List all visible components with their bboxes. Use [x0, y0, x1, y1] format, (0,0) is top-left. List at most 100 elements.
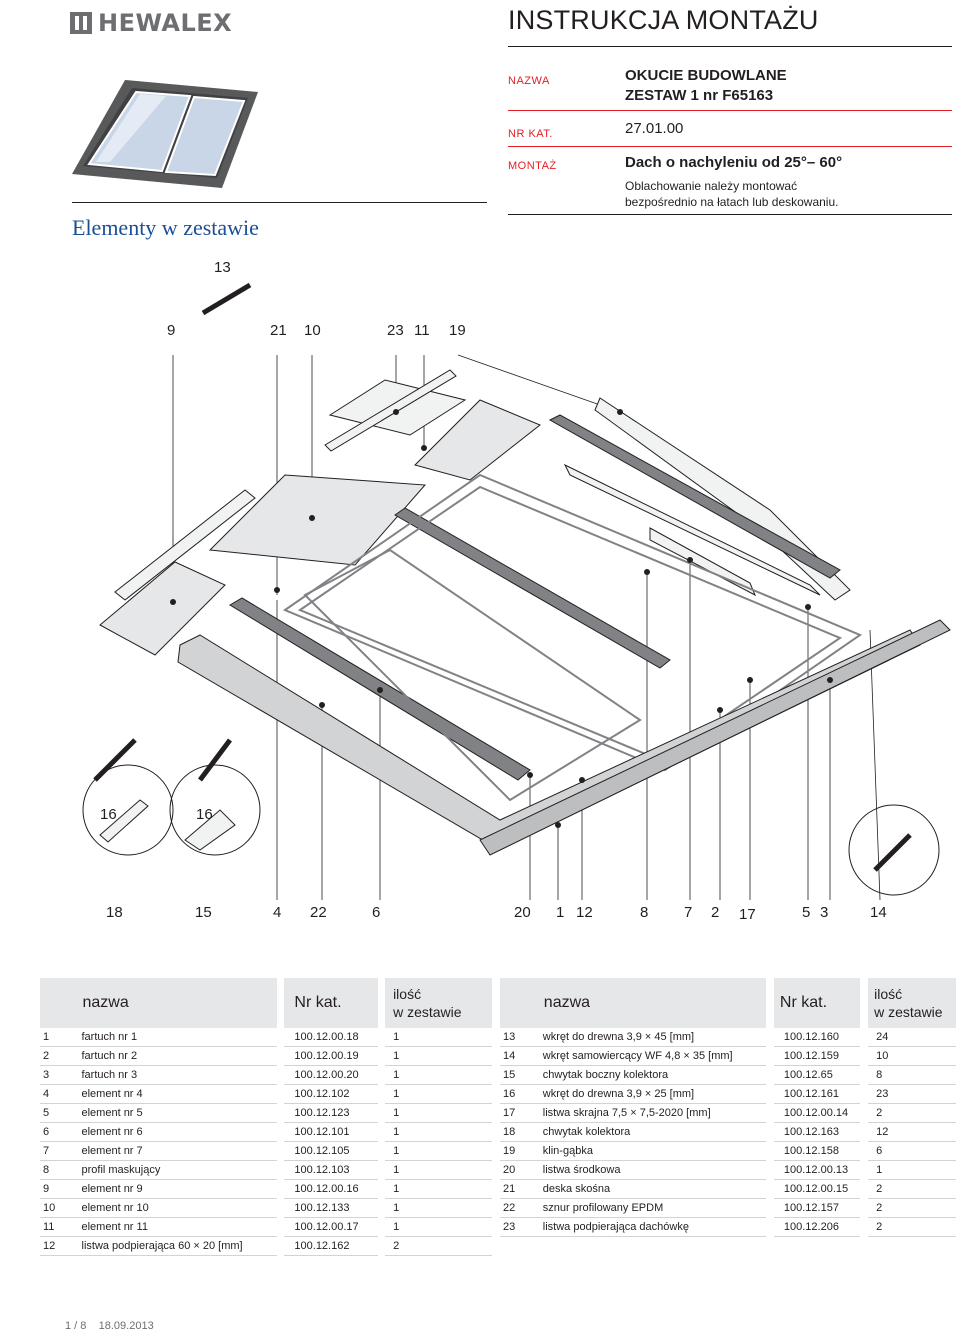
row-nazwa: wkręt do drewna 3,9 × 45 [mm]: [542, 1028, 767, 1047]
montaz-label: MONTAŻ: [508, 160, 557, 172]
nazwa-rule: [508, 110, 952, 111]
callout-2: 2: [711, 904, 720, 921]
row-nazwa: wkręt samowiercący WF 4,8 × 35 [mm]: [542, 1046, 767, 1066]
row-nrkat: 100.12.163: [773, 1122, 861, 1142]
row-index: 8: [40, 1160, 82, 1180]
col-ilosc-header: ilość w zestawie: [385, 978, 492, 1028]
row-ilosc: 1: [385, 1065, 492, 1085]
screw-icon: [93, 282, 252, 782]
row-nazwa: listwa skrajna 7,5 × 7,5-2020 [mm]: [542, 1103, 767, 1123]
row-index: 6: [40, 1122, 82, 1142]
footer: 1 / 8 18.09.2013: [65, 1320, 154, 1332]
row-nazwa: element nr 6: [81, 1122, 277, 1142]
row-nrkat: 100.12.157: [773, 1198, 861, 1218]
callout-11: 11: [414, 322, 430, 339]
row-index: 21: [500, 1179, 543, 1199]
callout-8: 8: [640, 904, 649, 921]
row-nrkat: 100.12.105: [284, 1141, 378, 1161]
callout-22: 22: [310, 904, 327, 921]
ilosc-header-line2: w zestawie: [874, 1004, 943, 1020]
row-nazwa: listwa podpierająca 60 × 20 [mm]: [81, 1236, 277, 1256]
row-nazwa: chwytak kolektora: [542, 1122, 767, 1142]
row-ilosc: 2: [385, 1236, 492, 1256]
row-ilosc: 2: [868, 1179, 956, 1199]
row-ilosc: 12: [868, 1122, 956, 1142]
nrkat-value: 27.01.00: [625, 120, 684, 137]
nrkat-header-text: Nr kat.: [779, 994, 828, 1011]
row-ilosc: 1: [385, 1046, 492, 1066]
row-ilosc: 1: [868, 1160, 956, 1180]
ilosc-header-line1: ilość: [393, 986, 422, 1002]
row-nazwa: element nr 5: [81, 1103, 277, 1123]
callout-15: 15: [195, 904, 212, 921]
row-nrkat: 100.12.00.20: [284, 1065, 378, 1085]
logo-mark-icon: [70, 12, 92, 34]
nazwa-header-text: nazwa: [543, 994, 591, 1011]
nazwa-header-text: nazwa: [82, 994, 129, 1011]
row-nazwa: fartuch nr 1: [81, 1028, 277, 1047]
row-index: 19: [500, 1141, 543, 1161]
callout-3: 3: [820, 904, 829, 921]
col-nazwa-header: nazwa: [81, 978, 277, 1028]
row-index: 17: [500, 1103, 543, 1123]
row-nrkat: 100.12.00.15: [773, 1179, 861, 1199]
row-ilosc: 2: [868, 1103, 956, 1123]
row-nrkat: 100.12.161: [773, 1084, 861, 1104]
callout-14: 14: [870, 904, 887, 921]
solar-collector-icon: [72, 80, 258, 188]
row-nrkat: 100.12.206: [773, 1217, 861, 1237]
ilosc-header-line1: ilość: [874, 986, 903, 1002]
row-ilosc: 1: [385, 1198, 492, 1218]
row-ilosc: 1: [385, 1028, 492, 1047]
callout-16a: 16: [100, 806, 117, 823]
title-divider: [508, 46, 952, 47]
row-ilosc: 1: [385, 1141, 492, 1161]
row-nrkat: 100.12.00.17: [284, 1217, 378, 1237]
row-nrkat: 100.12.00.19: [284, 1046, 378, 1066]
callout-10: 10: [304, 322, 321, 339]
callout-13: 13: [214, 259, 231, 276]
header-bottom-rule: [508, 214, 952, 215]
montaz-note-line2: bezpośrednio na łatach lub deskowaniu.: [625, 195, 839, 209]
callout-18: 18: [106, 904, 123, 921]
callout-4: 4: [273, 904, 282, 921]
row-ilosc: 2: [868, 1198, 956, 1218]
callout-1: 1: [556, 904, 565, 921]
page-number: 1 / 8: [65, 1320, 87, 1332]
row-nazwa: klin-gąbka: [542, 1141, 767, 1161]
callout-7: 7: [684, 904, 693, 921]
row-nrkat: 100.12.159: [773, 1046, 861, 1066]
row-ilosc: 24: [868, 1028, 956, 1047]
row-ilosc: 1: [385, 1103, 492, 1123]
row-nrkat: 100.12.158: [773, 1141, 861, 1161]
row-nazwa: element nr 9: [81, 1179, 277, 1199]
nazwa-value-line2: ZESTAW 1 nr F65163: [625, 87, 774, 104]
section-rule-left: [72, 202, 487, 203]
ilosc-header-line2: w zestawie: [393, 1004, 462, 1020]
row-ilosc: 1: [385, 1084, 492, 1104]
callout-23: 23: [387, 322, 404, 339]
row-nazwa: element nr 10: [81, 1198, 277, 1218]
row-index: 4: [40, 1084, 82, 1104]
row-nrkat: 100.12.133: [284, 1198, 378, 1218]
row-nazwa: element nr 4: [81, 1084, 277, 1104]
row-nazwa: sznur profilowany EPDM: [542, 1198, 767, 1218]
row-ilosc: 8: [868, 1065, 956, 1085]
row-ilosc: 1: [385, 1160, 492, 1180]
row-nazwa: chwytak boczny kolektora: [542, 1065, 767, 1085]
callout-6: 6: [372, 904, 381, 921]
row-index: 1: [40, 1028, 82, 1047]
row-index: 22: [500, 1198, 543, 1218]
row-index: 14: [500, 1046, 543, 1066]
